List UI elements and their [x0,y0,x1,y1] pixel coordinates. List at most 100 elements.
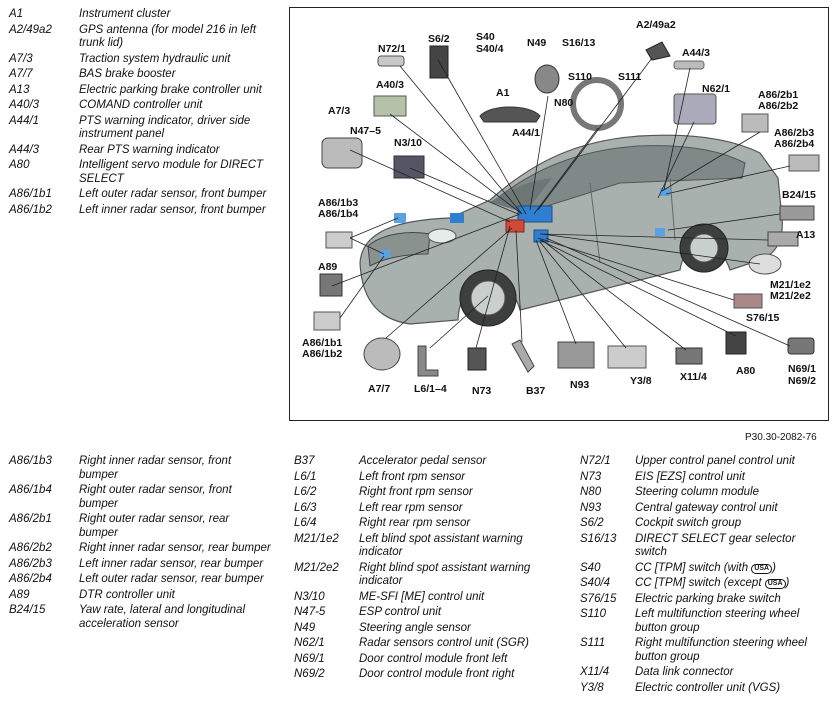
legend-code: S16/13 [580,532,617,545]
callout-S111: S111 [618,71,642,83]
callout-N93: N93 [570,379,589,391]
legend-code: N47-5 [294,606,326,618]
callout-N80: N80 [554,97,573,109]
legend-description: Left outer radar sensor, rear bumper [79,573,264,585]
legend-description: Radar sensors control unit (SGR) [359,637,530,649]
legend-code: A86/1b2 [9,203,52,216]
callout-A86-1b3: A86/1b3 [318,197,358,209]
legend-description: Electric parking brake switch [635,592,781,605]
legend-code: A40/3 [9,99,40,111]
legend-code: N80 [580,486,602,498]
legend-code: S76/15 [580,592,617,605]
legend-code: N3/10 [294,590,325,603]
callout-X11-4: X11/4 [680,371,707,383]
legend-description: Left inner radar sensor, front bumper [79,203,266,216]
callout-A40-3: A40/3 [376,79,404,91]
callout-N49: N49 [527,37,546,49]
callout-N73: N73 [472,385,491,397]
callout-B37: B37 [526,385,545,397]
legend-code: N73 [580,470,602,483]
legend-code: A44/3 [9,143,40,156]
callout-N69-1: N69/1 [788,363,816,375]
callout-N69-2: N69/2 [788,375,816,387]
legend-code: L6/2 [294,486,317,498]
legend-description: Left outer radar sensor, front bumper [79,188,267,200]
legend-description: Door control module front right [359,668,515,680]
legend-description: Right rear rpm sensor [359,517,471,529]
legend-description: COMAND controller unit [79,99,203,111]
legend-code: N62/1 [294,637,325,649]
callout-A7-7: A7/7 [368,383,390,395]
figure-reference: P30.30-2082-76 [745,432,817,443]
callout-A13: A13 [796,229,815,241]
legend-description: BAS brake booster [79,68,176,80]
callout-B24-15: B24/15 [782,189,816,201]
legend-row: L6/1 Left front rpm sensor [294,471,564,485]
legend-code: L6/1 [294,470,317,483]
legend-description: Steering column module [635,486,760,498]
callout-A86-2b3: A86/2b3 [774,127,814,139]
callout-A86-1b1: A86/1b1 [302,337,342,349]
legend-row: S76/15 Electric parking brake switch [580,593,830,607]
legend-description: Electric parking brake controller unit [79,83,262,96]
legend-description: Right multifunction steering wheel butto… [635,637,807,663]
windshield [490,178,552,213]
callout-S16-13: S16/13 [562,37,595,49]
callout-S110: S110 [568,71,592,83]
legend-description: EIS [EZS] control unit [635,470,745,483]
legend-description: Steering angle sensor [359,621,471,634]
callout-A2-49a2: A2/49a2 [636,19,676,31]
callout-A86-1b4: A86/1b4 [318,208,358,220]
callout-A44-1: A44/1 [512,127,540,139]
legend-description: Upper control panel control unit [635,455,795,467]
legend-row: M21/1e2 Left blind spot assistant warning… [294,533,564,560]
legend-code: A86/2b2 [9,542,52,554]
legend-description: Left inner radar sensor, rear bumper [79,557,264,570]
legend-code: Y3/8 [580,681,604,694]
legend-code: A86/2b4 [9,573,52,585]
legend-description: Electric controller unit (VGS) [635,681,781,694]
legend-code: A7/7 [9,68,33,80]
component-diagram: N72/1 S6/2 S40 S40/4 N49 S16/13 A2/49a2 … [289,7,829,421]
legend-row: A40/3 COMAND controller unit [9,99,271,113]
callout-A86-1b2: A86/1b2 [302,348,342,360]
legend-code: M21/1e2 [294,532,339,545]
callout-A86-2b2: A86/2b2 [758,100,798,112]
legend-description: DTR controller unit [79,588,175,601]
callout-A89: A89 [318,261,337,273]
callout-A44-3: A44/3 [682,47,710,59]
legend-code: S6/2 [580,517,604,529]
legend-row: A7/7 BAS brake booster [9,68,271,82]
legend-code: S40 [580,561,601,574]
legend-code: A44/1 [9,114,40,127]
legend-description: GPS antenna (for model 216 in left trunk… [79,23,257,50]
legend-description: Left blind spot assistant warning indica… [359,532,523,559]
legend-code: N93 [580,501,602,514]
callout-Y3-8: Y3/8 [630,375,652,387]
legend-description: Left front rpm sensor [359,470,466,483]
legend-description: Left multifunction steering wheel button… [635,608,800,634]
legend-code: S111 [580,637,606,649]
callout-A7-3: A7/3 [328,105,350,117]
legend-code: B37 [294,455,315,467]
legend-code: S110 [580,608,607,620]
